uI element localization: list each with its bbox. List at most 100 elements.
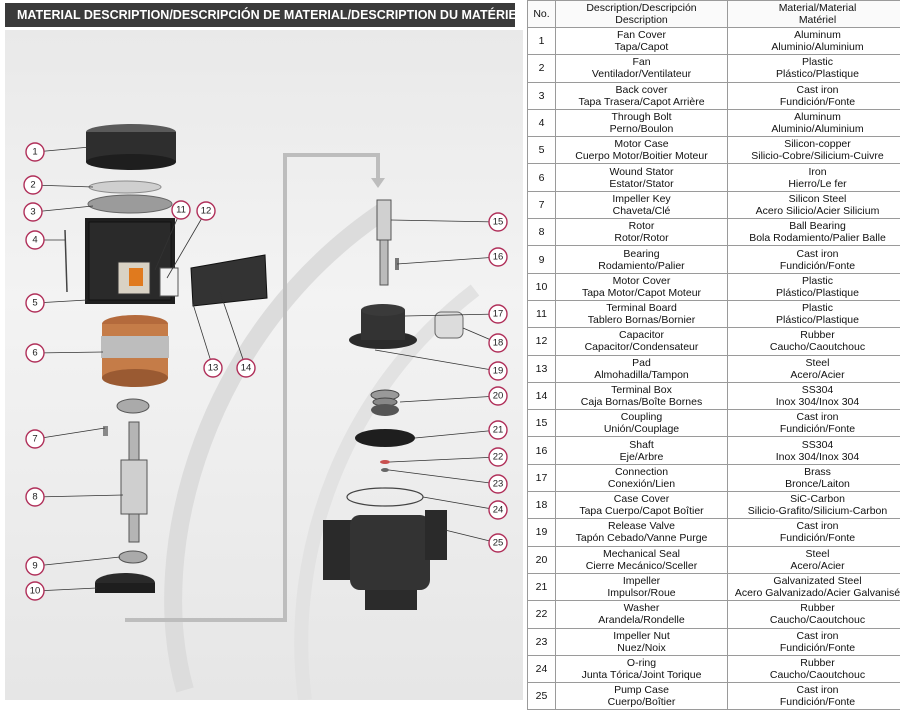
callout-marker: 17 (489, 305, 507, 323)
description-line: Tapa Trasera/Capot Arrière (556, 96, 727, 108)
material-line: Fundición/Fonte (728, 532, 900, 544)
callout-number: 4 (32, 235, 37, 246)
row-number: 6 (528, 164, 556, 191)
exploded-diagram-panel: MATERIAL DESCRIPTION/DESCRIPCIÓN DE MATE… (0, 0, 528, 700)
material-line: Aluminum (728, 111, 900, 123)
description-line: Pump Case (556, 684, 727, 696)
description-line: Release Valve (556, 520, 727, 532)
material-line: Plastic (728, 275, 900, 287)
material-line: Cast iron (728, 411, 900, 423)
callout-marker: 13 (204, 359, 222, 377)
material-line: Aluminum (728, 29, 900, 41)
header-line: Description/Descripción (556, 2, 727, 14)
material-line: Bola Rodamiento/Palier Balle (728, 232, 900, 244)
callout-marker: 8 (26, 488, 44, 506)
material-line: Plástico/Plastique (728, 68, 900, 80)
callout-marker: 21 (489, 421, 507, 439)
description-line: Mechanical Seal (556, 548, 727, 560)
assembly-arrow-head (371, 178, 385, 188)
callout-marker: 14 (237, 359, 255, 377)
description-line: Fan (556, 56, 727, 68)
impeller-key-part (103, 426, 108, 436)
description-line: Wound Stator (556, 166, 727, 178)
callout-number: 1 (32, 147, 37, 158)
material-line: Steel (728, 357, 900, 369)
back-cover-part (88, 195, 172, 213)
description-line: Tapa Cuerpo/Capot Boîtier (556, 505, 727, 517)
material-line: Aluminio/Aluminium (728, 123, 900, 135)
shaft-part (380, 240, 399, 285)
description-line: Capacitor (556, 329, 727, 341)
description-line: O-ring (556, 657, 727, 669)
description-line: Motor Case (556, 138, 727, 150)
description-line: Rotor/Rotor (556, 232, 727, 244)
row-number: 1 (528, 28, 556, 55)
connection-part (349, 304, 417, 349)
callout-marker: 4 (26, 231, 44, 249)
material-line: Acero Galvanizado/Acier Galvanisé (728, 587, 900, 599)
row-number: 17 (528, 464, 556, 491)
row-number: 24 (528, 655, 556, 682)
callout-number: 13 (208, 363, 219, 374)
callout-marker: 10 (26, 582, 44, 600)
callout-marker: 7 (26, 430, 44, 448)
through-bolt-part (65, 230, 67, 292)
callout-leader-line (35, 495, 123, 497)
material-line: Bronce/Laiton (728, 478, 900, 490)
description-line: Nuez/Noix (556, 642, 727, 654)
callout-marker: 18 (489, 334, 507, 352)
table-header-row: No. Description/Descripción Description … (528, 1, 900, 28)
callout-marker: 19 (489, 362, 507, 380)
callout-leader-line (415, 430, 498, 438)
material-line: Cast iron (728, 684, 900, 696)
description-line: Ventilador/Ventilateur (556, 68, 727, 80)
description-line: Rodamiento/Palier (556, 260, 727, 272)
bearing-part (117, 399, 149, 413)
coupling-part (377, 200, 391, 240)
material-line: Cast iron (728, 248, 900, 260)
callout-number: 21 (493, 425, 504, 436)
material-line: Plástico/Plastique (728, 314, 900, 326)
row-number: 21 (528, 573, 556, 600)
callout-leader-line (35, 428, 105, 439)
o-ring-part (347, 488, 423, 506)
callout-marker: 6 (26, 344, 44, 362)
callout-marker: 15 (489, 213, 507, 231)
row-number: 15 (528, 410, 556, 437)
description-line: Pad (556, 357, 727, 369)
material-line: Hierro/Le fer (728, 178, 900, 190)
callout-marker: 25 (489, 534, 507, 552)
row-number: 10 (528, 273, 556, 300)
row-number: 7 (528, 191, 556, 218)
description-line: Connection (556, 466, 727, 478)
description-line: Fan Cover (556, 29, 727, 41)
description-line: Motor Cover (556, 275, 727, 287)
